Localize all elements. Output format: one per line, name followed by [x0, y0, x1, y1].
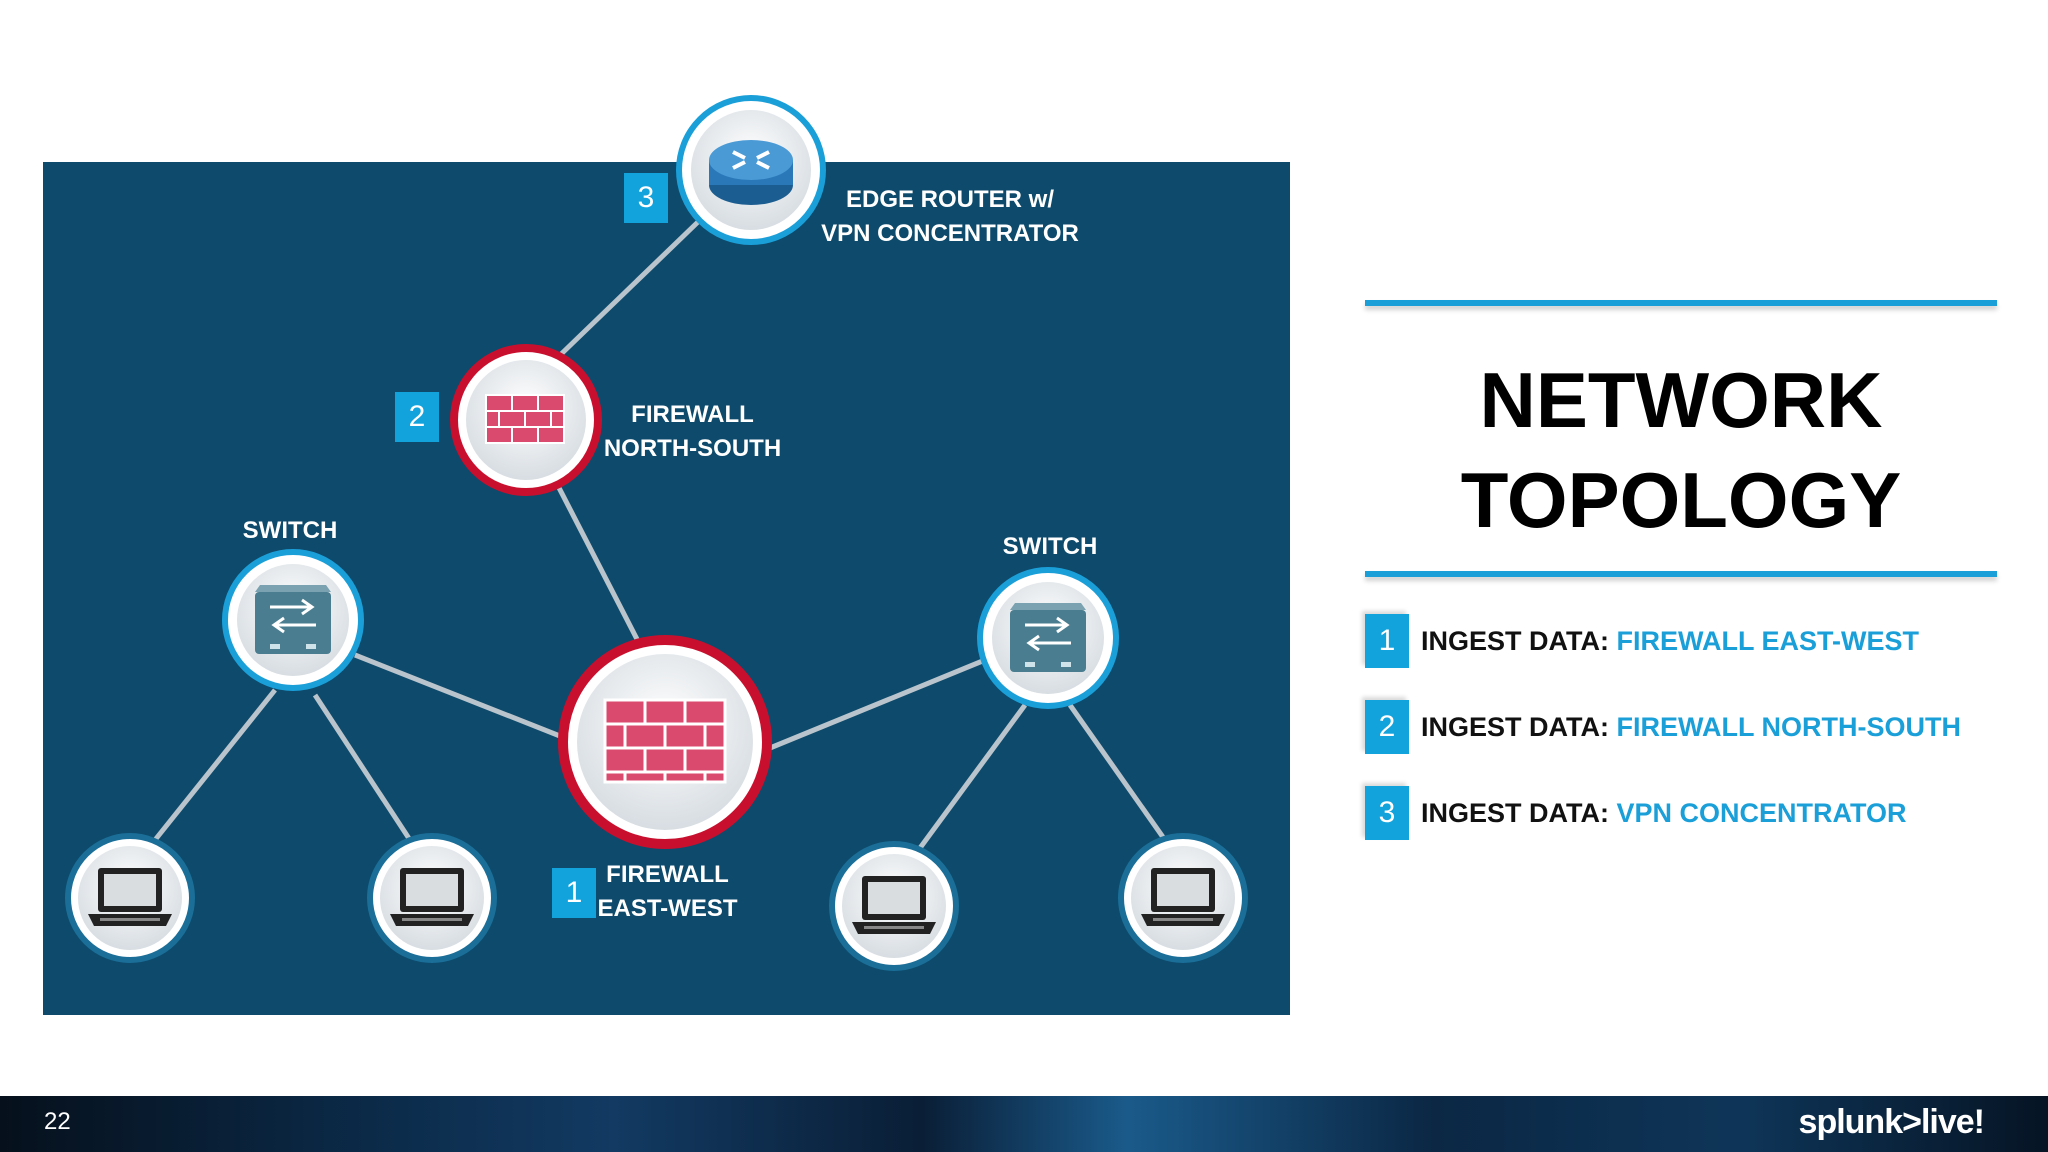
- label-switch-right: SWITCH: [1002, 533, 1098, 560]
- label-firewall-east-west: FIREWALL EAST-WEST: [597, 861, 738, 922]
- ingest-item-highlight: VPN CONCENTRATOR: [1616, 797, 1907, 828]
- ingest-item-text: INGEST DATA: FIREWALL NORTH-SOUTH: [1421, 712, 1961, 743]
- link-swl-fwew: [354, 652, 571, 743]
- title-rule-top: [1365, 300, 1997, 306]
- page-title: NETWORK TOPOLOGY: [1365, 350, 1997, 550]
- ingest-item-badge: 1: [1365, 614, 1409, 668]
- ingest-item-highlight: FIREWALL EAST-WEST: [1616, 625, 1920, 656]
- laptop-node-3: [829, 841, 959, 971]
- badge-firewall-north-south: 2: [395, 392, 439, 442]
- label-switch-left: SWITCH: [242, 517, 338, 544]
- connection-lines: [153, 218, 1168, 850]
- page-title-line2: TOPOLOGY: [1460, 456, 1902, 544]
- ingest-item-badge: 2: [1365, 700, 1409, 754]
- laptop-icon: [1141, 868, 1225, 926]
- link-swr-laptop4: [1067, 703, 1168, 842]
- router-icon: [709, 140, 793, 205]
- page-number: 22: [44, 1108, 71, 1135]
- badge-edge-router: 3: [624, 173, 668, 223]
- laptop-node-4: [1118, 833, 1248, 963]
- ingest-item-prefix: INGEST DATA:: [1421, 711, 1617, 742]
- edge-router-node: [676, 95, 826, 245]
- footer-banner: 22 splunk>live!: [0, 1096, 2048, 1152]
- firewall-icon-large: [603, 698, 727, 784]
- laptop-node-1: [65, 833, 195, 963]
- ingest-item-highlight: FIREWALL NORTH-SOUTH: [1616, 711, 1961, 742]
- switch-icon: [1010, 603, 1086, 672]
- laptop-icon: [390, 868, 474, 926]
- page-title-line1: NETWORK: [1479, 356, 1883, 444]
- ingest-item-3: 3 INGEST DATA: VPN CONCENTRATOR: [1365, 786, 1907, 840]
- ingest-item-2: 2 INGEST DATA: FIREWALL NORTH-SOUTH: [1365, 700, 1961, 754]
- switch-icon: [255, 585, 331, 654]
- link-swr-laptop3: [917, 703, 1028, 850]
- brand-logo: splunk>live!: [1798, 1103, 1985, 1141]
- switch-left-node: [222, 549, 364, 691]
- laptop-node-2: [367, 833, 497, 963]
- laptop-icon: [852, 876, 936, 934]
- ingest-item-text: INGEST DATA: VPN CONCENTRATOR: [1421, 798, 1907, 829]
- firewall-east-west-node: [558, 635, 772, 849]
- firewall-icon-small: [485, 394, 565, 444]
- link-fwns-fwew: [552, 478, 643, 647]
- ingest-item-text: INGEST DATA: FIREWALL EAST-WEST: [1421, 626, 1919, 657]
- ingest-item-badge: 3: [1365, 786, 1409, 840]
- switch-right-node: [977, 567, 1119, 709]
- ingest-item-1: 1 INGEST DATA: FIREWALL EAST-WEST: [1365, 614, 1919, 668]
- label-edge-router: EDGE ROUTER w/ VPN CONCENTRATOR: [821, 186, 1079, 247]
- link-swl-laptop2: [312, 693, 413, 842]
- link-swr-fwew: [769, 657, 986, 751]
- label-firewall-north-south: FIREWALL NORTH-SOUTH: [603, 401, 782, 462]
- title-rule-bottom: [1365, 571, 1997, 577]
- link-router-fwns: [553, 218, 702, 362]
- badge-firewall-east-west: 1: [552, 868, 596, 918]
- ingest-item-prefix: INGEST DATA:: [1421, 797, 1617, 828]
- ingest-item-prefix: INGEST DATA:: [1421, 625, 1617, 656]
- laptop-icon: [88, 868, 172, 926]
- link-swl-laptop1: [153, 688, 277, 842]
- firewall-north-south-node: [450, 344, 602, 496]
